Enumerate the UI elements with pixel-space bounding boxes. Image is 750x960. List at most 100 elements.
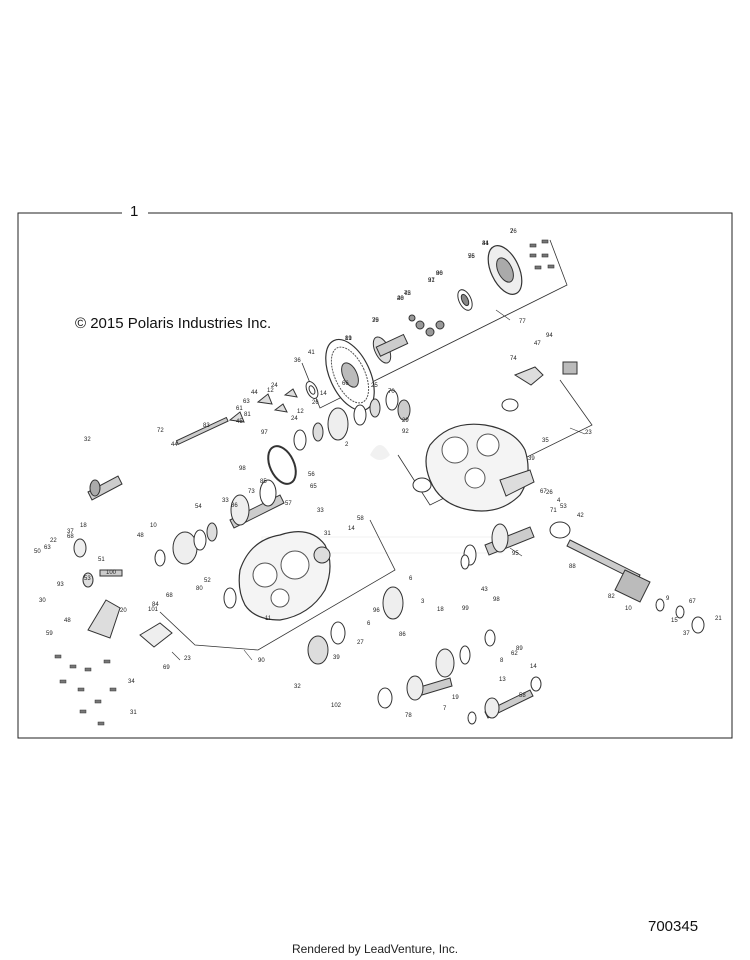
frame-title: 1	[130, 203, 139, 220]
callout-24: 24	[271, 383, 278, 389]
callout-40: 40	[397, 296, 404, 302]
callout-83: 83	[203, 423, 210, 429]
callout-32: 32	[294, 684, 301, 690]
callout-67: 67	[540, 489, 547, 495]
part-spider-gears	[408, 314, 445, 337]
callout-6: 6	[367, 621, 371, 627]
part-drive-shaft	[549, 521, 651, 603]
callout-82: 82	[608, 594, 615, 600]
footer-credit: Rendered by LeadVenture, Inc.	[291, 942, 459, 956]
callout-12: 12	[297, 409, 304, 415]
callout-41: 41	[308, 350, 315, 356]
callout-22: 22	[50, 538, 57, 544]
callout-37: 37	[67, 529, 74, 535]
callout-36: 36	[294, 358, 301, 364]
callout-47: 47	[534, 341, 541, 347]
part-bearing-upper	[457, 289, 473, 311]
callout-100: 100	[106, 570, 117, 576]
callout-3: 3	[421, 599, 425, 605]
callout-73: 73	[248, 489, 255, 495]
callout-97: 97	[261, 430, 268, 436]
callout-78: 78	[405, 713, 412, 719]
callout-42: 42	[577, 513, 584, 519]
callout-11: 11	[265, 616, 272, 622]
part-output-shaft-lower	[377, 675, 453, 709]
callout-76: 76	[468, 254, 475, 260]
callout-34: 34	[128, 679, 135, 685]
callout-33: 33	[317, 508, 324, 514]
callout-10: 10	[150, 523, 157, 529]
callout-77: 77	[519, 319, 526, 325]
part-washer-upper	[305, 381, 319, 399]
callout-58: 58	[519, 693, 526, 699]
callout-56: 56	[308, 472, 315, 478]
callout-45: 45	[236, 419, 243, 425]
callout-28: 28	[397, 296, 404, 302]
callout-81: 81	[244, 412, 251, 418]
part-housing-right	[425, 423, 535, 512]
callout-89: 89	[516, 646, 523, 652]
callout-44: 44	[171, 442, 178, 448]
part-gear-stack-lower	[307, 586, 496, 678]
callout-6: 6	[409, 576, 413, 582]
group-outlines	[159, 239, 593, 651]
callout-96: 96	[373, 608, 380, 614]
callout-94: 94	[546, 333, 553, 339]
callout-14: 14	[320, 391, 327, 397]
part-gear-row-middle	[293, 389, 411, 451]
callout-98: 98	[239, 466, 246, 472]
callout-81: 81	[345, 336, 352, 342]
group-housing-left-outline	[159, 519, 396, 651]
callout-65: 65	[310, 484, 317, 490]
callout-63: 63	[44, 545, 51, 551]
callout-32: 32	[84, 437, 91, 443]
callout-57: 57	[285, 501, 292, 507]
callout-9: 9	[666, 596, 670, 602]
callout-15: 15	[671, 618, 678, 624]
callout-35: 35	[372, 318, 379, 324]
callout-85: 85	[260, 479, 267, 485]
callout-10: 10	[625, 606, 632, 612]
callout-51: 51	[98, 557, 105, 563]
callout-86: 86	[399, 632, 406, 638]
callout-74: 74	[510, 356, 517, 362]
callout-61: 61	[236, 406, 243, 412]
callout-91: 91	[428, 278, 435, 284]
callout-30: 30	[39, 598, 46, 604]
callout-90: 90	[258, 658, 265, 664]
callout-21: 21	[715, 616, 722, 622]
callout-39: 39	[333, 655, 340, 661]
callout-31: 31	[324, 531, 331, 537]
callout-58: 58	[357, 516, 364, 522]
part-bracket-left	[87, 599, 173, 648]
callout-7: 7	[510, 229, 514, 235]
callout-37: 37	[683, 631, 690, 637]
part-bolts-lower-left	[54, 654, 117, 726]
callout-48: 48	[137, 533, 144, 539]
callout-35: 35	[542, 438, 549, 444]
callout-59: 59	[46, 631, 53, 637]
callout-72: 72	[157, 428, 164, 434]
callout-53: 53	[84, 576, 91, 582]
callout-18: 18	[80, 523, 87, 529]
callout-27: 27	[357, 640, 364, 646]
part-gear-output-large	[325, 338, 375, 412]
callout-80: 80	[196, 586, 203, 592]
callout-55: 55	[468, 254, 475, 260]
callout-68: 68	[166, 593, 173, 599]
callout-8: 8	[500, 658, 504, 664]
callout-34: 34	[482, 241, 489, 247]
callout-37: 37	[428, 278, 435, 284]
callout-70: 70	[388, 389, 395, 395]
callout-71: 71	[550, 508, 557, 514]
callout-69: 69	[163, 665, 170, 671]
callout-26: 26	[312, 400, 319, 406]
callout-88: 88	[569, 564, 576, 570]
callout-26: 26	[546, 490, 553, 496]
callout-92: 92	[402, 429, 409, 435]
callout-48: 48	[64, 618, 71, 624]
part-layshaft-right	[460, 523, 535, 570]
callout-50: 50	[34, 549, 41, 555]
callout-93: 93	[57, 582, 64, 588]
part-differential-hub	[487, 245, 523, 295]
